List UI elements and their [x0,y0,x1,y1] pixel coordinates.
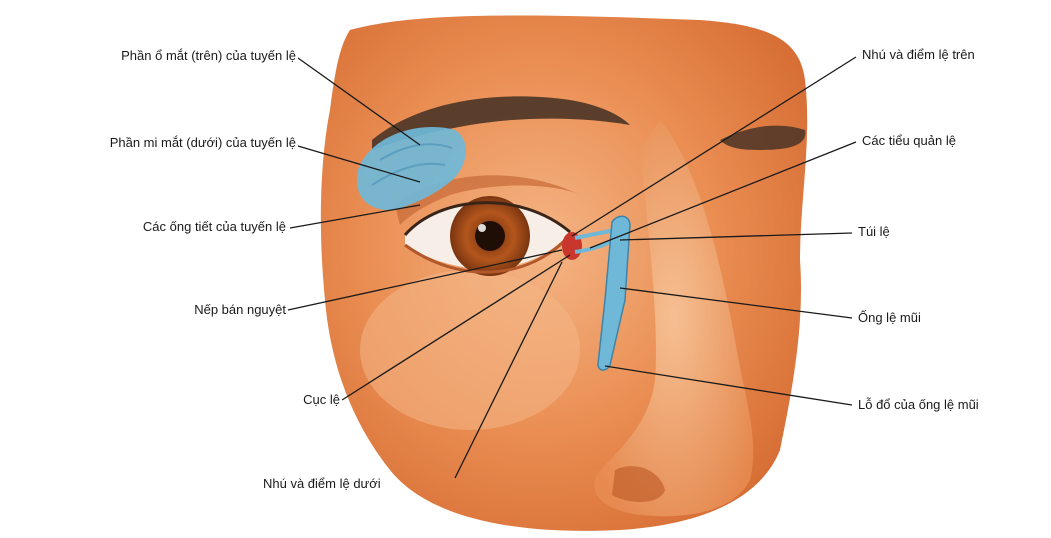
label-plica-semilunaris: Nếp bán nguyệt [96,302,286,318]
label-palpebral-part: Phần mi mắt (dưới) của tuyến lệ [6,135,296,151]
cheek-highlight [360,270,580,430]
label-lacrimal-caruncle: Cục lệ [236,392,340,408]
label-lacrimal-sac: Túi lệ [858,224,890,240]
label-excretory-ducts: Các ống tiết của tuyến lệ [36,219,286,235]
eye-highlight [478,224,486,232]
label-duct-opening: Lỗ đổ của ống lệ mũi [858,397,979,413]
label-orbital-part: Phần ổ mắt (trên) của tuyến lệ [26,48,296,64]
label-nasolacrimal-duct: Ống lệ mũi [858,310,921,326]
label-superior-punctum: Nhú và điểm lệ trên [862,47,975,63]
label-canaliculi: Các tiểu quản lệ [862,133,956,149]
label-inferior-punctum: Nhú và điểm lệ dưới [263,476,381,492]
